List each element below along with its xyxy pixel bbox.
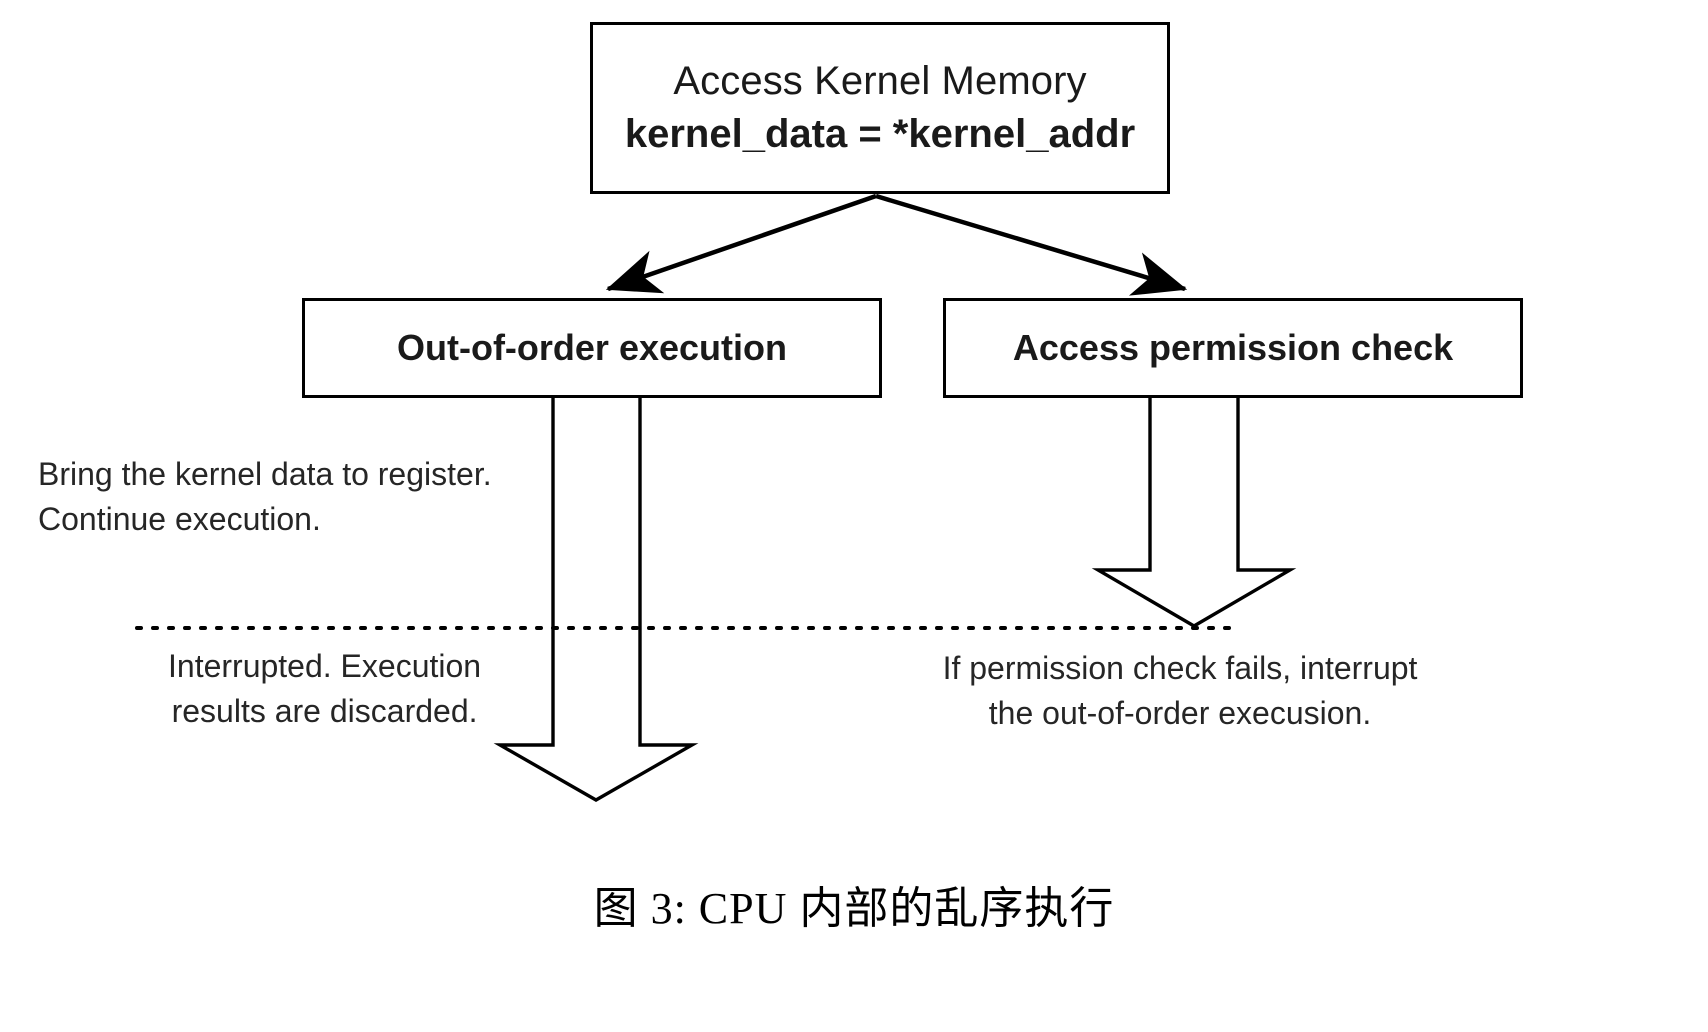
block-arrow-right (1091, 398, 1297, 628)
node-access-permission-check[interactable]: Access permission check (943, 298, 1523, 398)
block-arrow-left (493, 398, 699, 802)
node-left-label: Out-of-order execution (396, 326, 787, 368)
node-top-line1: Access Kernel Memory (673, 58, 1087, 103)
branch-arrow-left (605, 193, 877, 294)
node-top-line2: kernel_data = *kernel_addr (624, 112, 1136, 156)
annotation-left-below-divider: Interrupted. Execution results are disca… (168, 648, 482, 730)
annotation-right-below-divider: If permission check fails, interrupt the… (942, 650, 1418, 732)
node-access-kernel-memory[interactable]: Access Kernel Memory kernel_data = *kern… (590, 22, 1170, 194)
node-out-of-order-execution[interactable]: Out-of-order execution (302, 298, 882, 398)
node-right-label: Access permission check (1012, 326, 1454, 368)
branch-arrow-right (875, 193, 1188, 296)
figure-caption: 图 3: CPU 内部的乱序执行 (593, 884, 1115, 933)
annotation-left-above-divider: Bring the kernel data to register. Conti… (38, 456, 492, 538)
